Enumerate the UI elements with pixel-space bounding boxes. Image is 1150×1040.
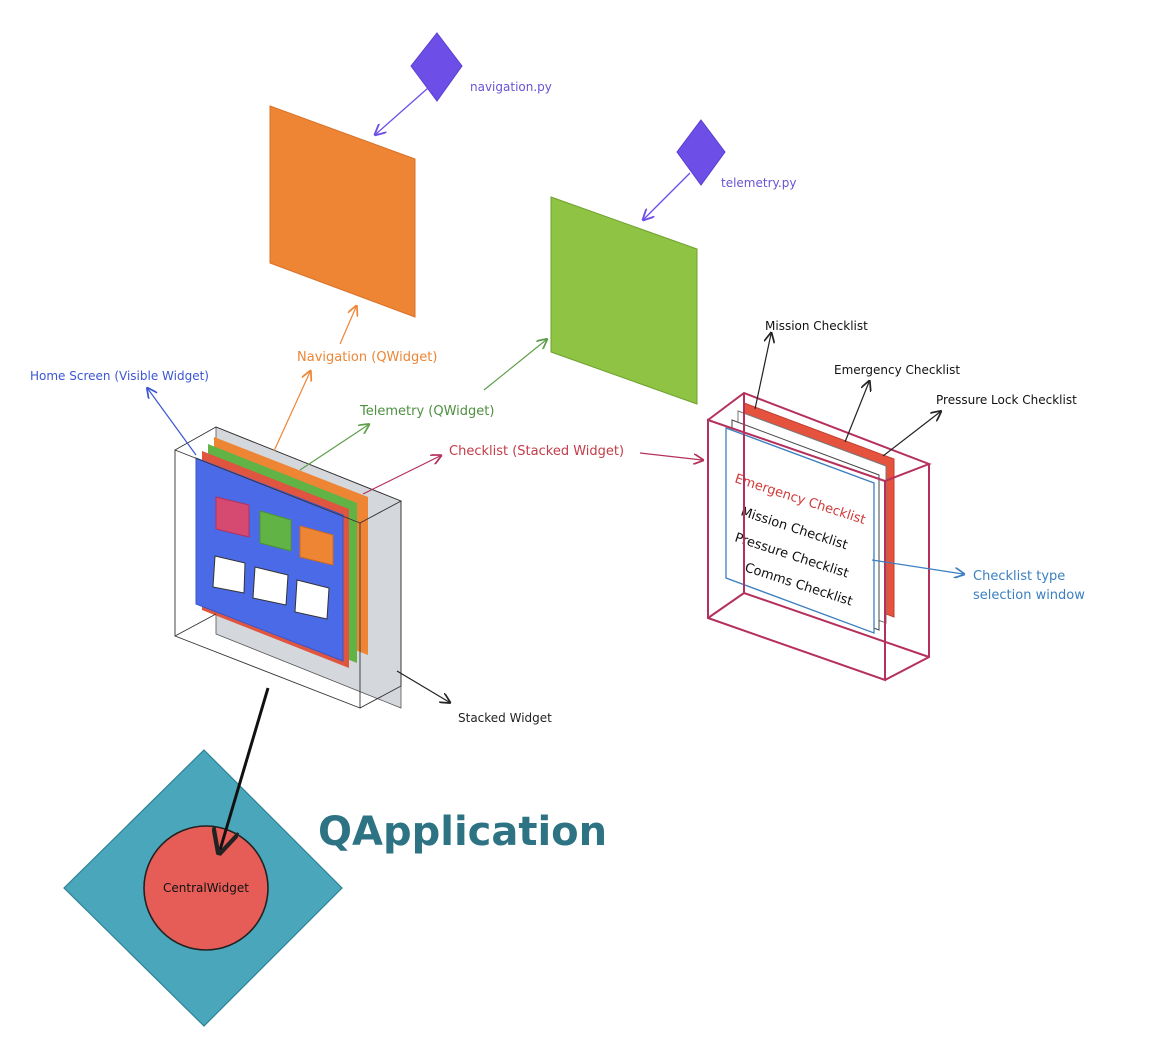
telemetry-py-node: telemetry.py bbox=[644, 119, 796, 219]
telemetry-py-label: telemetry.py bbox=[721, 176, 796, 190]
checklist-type-label-line2: selection window bbox=[973, 588, 1085, 603]
white-tile-1 bbox=[212, 555, 246, 594]
checklist-box-wireframe bbox=[707, 391, 932, 682]
telemetry-widget-panel bbox=[550, 196, 698, 405]
mission-checklist-annotation: Mission Checklist bbox=[754, 319, 868, 410]
checklist-type-arrow bbox=[871, 559, 963, 574]
checklist-stacked-annotation: Checklist (Stacked Widget) bbox=[362, 444, 702, 495]
telemetry-qwidget-arrow-lower bbox=[299, 425, 368, 471]
navigation-py-label: navigation.py bbox=[470, 80, 552, 94]
pressure-lock-arrow bbox=[882, 412, 940, 457]
stacked-widget-arrow bbox=[396, 670, 449, 702]
navigation-qwidget-arrow-upper bbox=[339, 307, 356, 345]
qapplication-title: QApplication bbox=[318, 809, 607, 855]
navigation-qwidget-annotation: Navigation (QWidget) bbox=[273, 307, 437, 452]
checklist-stacked-widget: Emergency Checklist Mission Checklist Pr… bbox=[707, 391, 932, 682]
home-screen-annotation: Home Screen (Visible Widget) bbox=[30, 369, 209, 456]
stacked-widget-label: Stacked Widget bbox=[458, 711, 552, 725]
checklist-type-annotation: Checklist type selection window bbox=[871, 559, 1085, 603]
pressure-lock-label: Pressure Lock Checklist bbox=[936, 393, 1077, 407]
telemetry-qwidget-label: Telemetry (QWidget) bbox=[359, 404, 494, 419]
navigation-py-arrow bbox=[376, 87, 429, 134]
pink-tile bbox=[215, 496, 250, 538]
telemetry-qwidget-annotation: Telemetry (QWidget) bbox=[299, 340, 546, 471]
checklist-selection-window bbox=[725, 427, 875, 634]
navigation-qwidget-label: Navigation (QWidget) bbox=[297, 350, 437, 365]
green-tile bbox=[259, 510, 292, 552]
central-widget-label: CentralWidget bbox=[163, 881, 249, 895]
navigation-py-node: navigation.py bbox=[376, 32, 552, 134]
orange-tile bbox=[299, 525, 334, 566]
navigation-widget-panel bbox=[269, 105, 416, 318]
telemetry-py-diamond-icon bbox=[676, 119, 726, 186]
white-tile-3 bbox=[294, 579, 330, 620]
checklist-type-label-line1: Checklist type bbox=[973, 569, 1065, 584]
qapplication-node: CentralWidget QApplication bbox=[63, 687, 607, 1027]
emergency-checklist-label: Emergency Checklist bbox=[834, 363, 960, 377]
mission-checklist-label: Mission Checklist bbox=[765, 319, 868, 333]
white-tile-2 bbox=[252, 566, 289, 606]
home-screen-label: Home Screen (Visible Widget) bbox=[30, 369, 209, 383]
pressure-lock-annotation: Pressure Lock Checklist bbox=[882, 393, 1077, 457]
emergency-checklist-arrow bbox=[844, 382, 869, 443]
checklist-arrow-left bbox=[362, 456, 440, 495]
navigation-py-diamond-icon bbox=[410, 32, 463, 102]
stacked-to-central-arrow bbox=[220, 687, 270, 850]
home-screen-arrow bbox=[148, 389, 197, 456]
navigation-qwidget-arrow-lower bbox=[273, 372, 310, 452]
checklist-stacked-label: Checklist (Stacked Widget) bbox=[449, 444, 624, 459]
stacked-widget-annotation: Stacked Widget bbox=[396, 670, 552, 725]
checklist-arrow-right bbox=[639, 452, 702, 460]
telemetry-py-arrow bbox=[644, 172, 691, 219]
stacked-widget-box bbox=[174, 426, 403, 709]
mission-checklist-arrow bbox=[754, 334, 771, 410]
telemetry-qwidget-arrow-upper bbox=[483, 340, 546, 391]
emergency-checklist-annotation: Emergency Checklist bbox=[834, 363, 960, 443]
